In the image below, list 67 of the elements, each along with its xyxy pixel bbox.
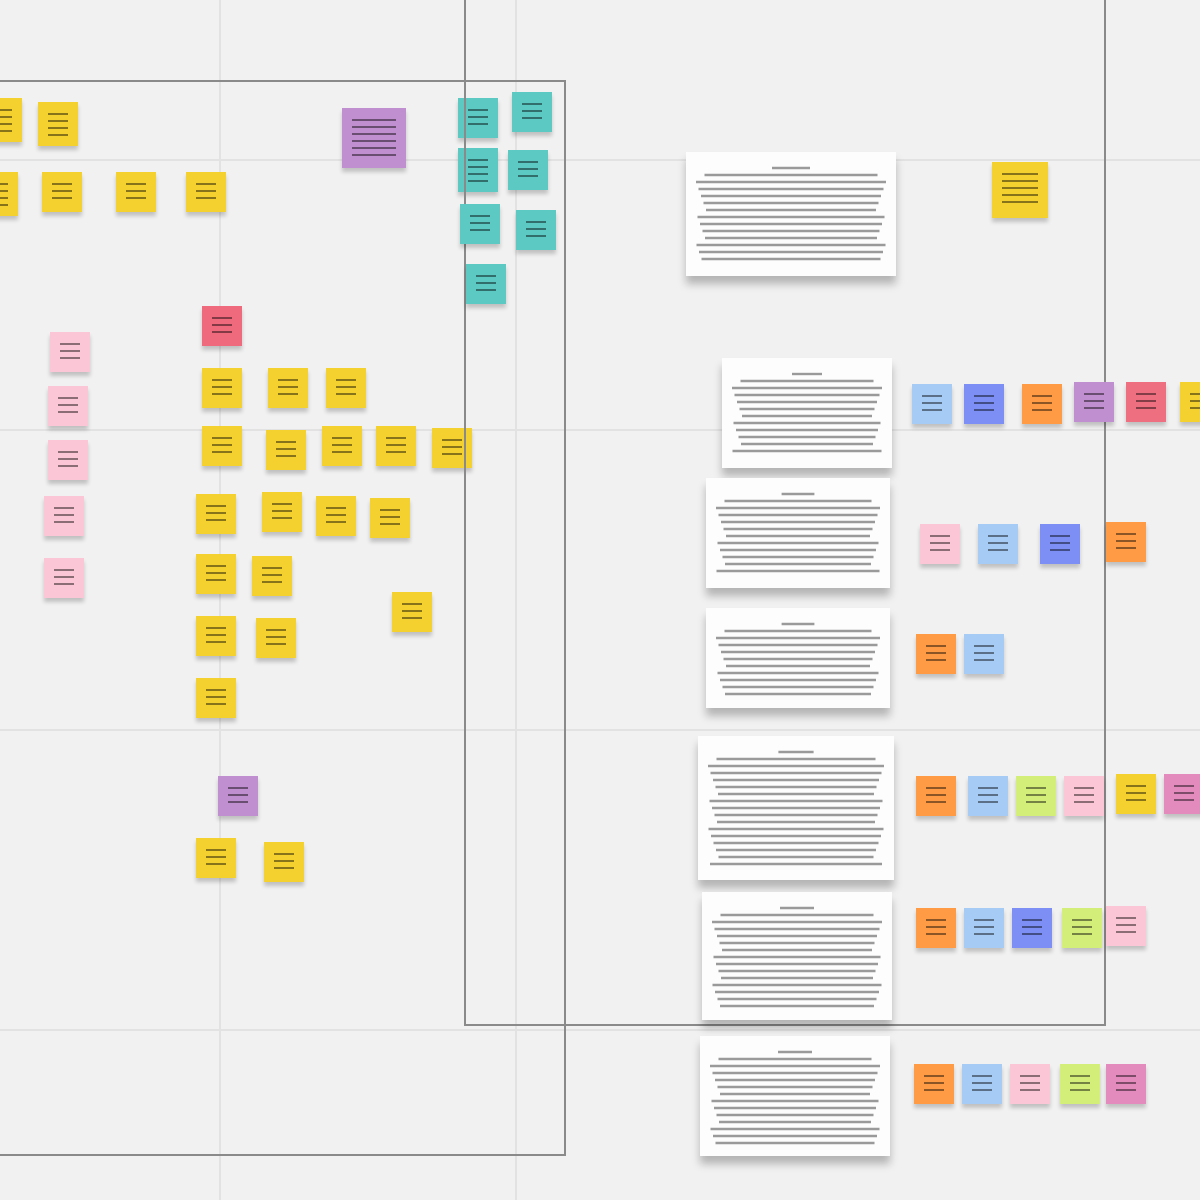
sticky-note: [968, 776, 1008, 816]
sticky-note: [322, 426, 362, 466]
sticky-note: [266, 430, 306, 470]
sticky-note: [964, 634, 1004, 674]
sticky-note: [432, 428, 472, 468]
sticky-note: [512, 92, 552, 132]
sticky-note: [1060, 1064, 1100, 1104]
sticky-note: [48, 440, 88, 480]
sticky-note: [262, 492, 302, 532]
sticky-note: [326, 368, 366, 408]
sticky-note: [916, 776, 956, 816]
sticky-note: [38, 102, 78, 146]
sticky-note: [458, 98, 498, 138]
sticky-note: [1064, 776, 1104, 816]
sticky-note: [202, 368, 242, 408]
sticky-note: [1022, 384, 1062, 424]
sticky-note: [1106, 522, 1146, 562]
sticky-note: [964, 908, 1004, 948]
sticky-note: [458, 148, 498, 192]
sticky-note: [268, 368, 308, 408]
sticky-note: [978, 524, 1018, 564]
frame: [464, 0, 1106, 1026]
sticky-note: [1062, 908, 1102, 948]
sticky-note: [1106, 1064, 1146, 1104]
sticky-note: [466, 264, 506, 304]
sticky-note: [196, 494, 236, 534]
sticky-note: [962, 1064, 1002, 1104]
sticky-note: [1106, 906, 1146, 946]
sticky-note: [370, 498, 410, 538]
sticky-note: [508, 150, 548, 190]
sticky-note: [202, 306, 242, 346]
sticky-note: [1126, 382, 1166, 422]
sticky-note: [992, 162, 1048, 218]
sticky-note: [48, 386, 88, 426]
sticky-note: [1012, 908, 1052, 948]
sticky-note: [264, 842, 304, 882]
sticky-note: [964, 384, 1004, 424]
sticky-note: [914, 1064, 954, 1104]
sticky-note: [1010, 1064, 1050, 1104]
sticky-note: [116, 172, 156, 212]
sticky-note: [920, 524, 960, 564]
sticky-note: [1040, 524, 1080, 564]
sticky-note: [50, 332, 90, 372]
sticky-note: [392, 592, 432, 632]
sticky-note: [196, 838, 236, 878]
sticky-note: [516, 210, 556, 250]
sticky-note: [1016, 776, 1056, 816]
sticky-note: [376, 426, 416, 466]
sticky-note: [196, 554, 236, 594]
sticky-note: [912, 384, 952, 424]
sticky-note: [196, 678, 236, 718]
sticky-note: [916, 908, 956, 948]
sticky-note: [218, 776, 258, 816]
sticky-note: [1116, 774, 1156, 814]
sticky-note: [202, 426, 242, 466]
sticky-note: [916, 634, 956, 674]
sticky-note: [252, 556, 292, 596]
sticky-note: [256, 618, 296, 658]
frame: [0, 80, 566, 1156]
sticky-note: [42, 172, 82, 212]
sticky-note: [1074, 382, 1114, 422]
sticky-note: [196, 616, 236, 656]
sticky-note: [44, 558, 84, 598]
sticky-note: [186, 172, 226, 212]
sticky-note: [316, 496, 356, 536]
sticky-note: [1164, 774, 1200, 814]
sticky-note: [44, 496, 84, 536]
